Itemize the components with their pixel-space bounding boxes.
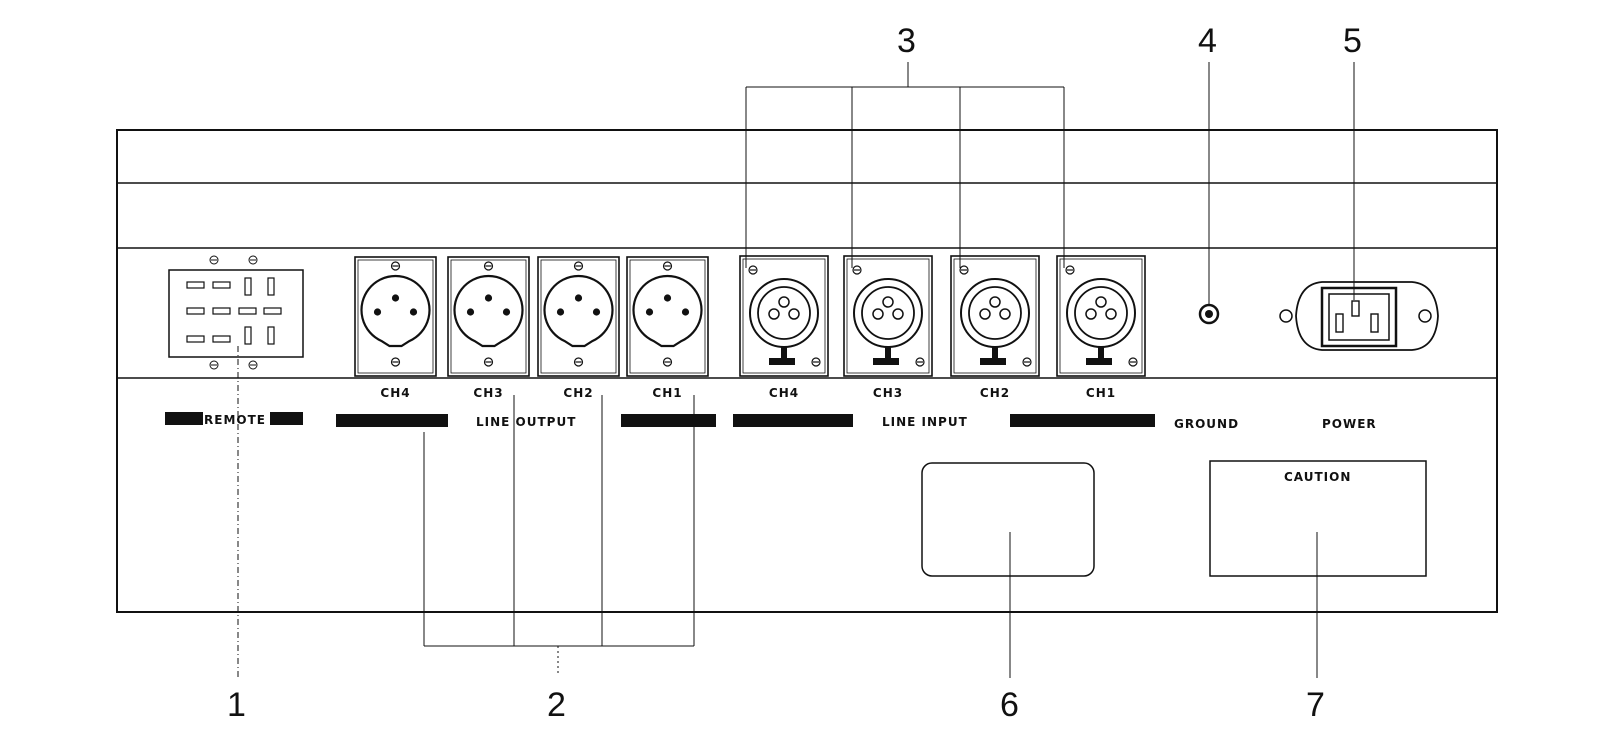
output-channel-label: CH2: [563, 386, 593, 400]
callout-1: 1: [227, 686, 246, 724]
input-screw-top: [852, 265, 862, 275]
remote-pins: [186, 277, 282, 345]
label-plate-panel: [921, 462, 1095, 577]
input-channel-label: CH4: [769, 386, 799, 400]
remote-bar-left: [165, 412, 203, 425]
output-screw-top: [662, 261, 673, 271]
line-input-connectors: CH4 CH3 CH2 CH1: [739, 255, 1146, 400]
input-screw-bottom: [1022, 357, 1032, 367]
input-channel-label: CH3: [873, 386, 903, 400]
callout-2: 2: [547, 686, 566, 724]
leader-lines: [237, 62, 1355, 680]
remote-screw-top-left: [209, 255, 219, 265]
input-screw-bottom: [811, 357, 821, 367]
output-screw-top: [573, 261, 584, 271]
power-inlet: [1279, 281, 1439, 351]
power-label: POWER: [1322, 417, 1377, 431]
ground-terminal: [1198, 303, 1220, 325]
line-output-bar-left: [336, 414, 448, 427]
remote-screw-bottom-left: [209, 360, 219, 370]
input-screw-top: [959, 265, 969, 275]
line-output-connector-ch4: CH4: [354, 256, 437, 400]
line-input-connector-ch3: CH3: [843, 255, 933, 400]
output-channel-label: CH1: [652, 386, 682, 400]
line-output-connector-ch1: CH1: [626, 256, 709, 400]
remote-screw-bottom-right: [248, 360, 258, 370]
input-screw-bottom: [1128, 357, 1138, 367]
callout-4: 4: [1198, 22, 1217, 60]
ground-label: GROUND: [1174, 417, 1239, 431]
line-input-bar-right: [1010, 414, 1155, 427]
line-output-connector-ch3: CH3: [447, 256, 530, 400]
input-screw-top: [748, 265, 758, 275]
callout-3: 3: [897, 22, 916, 60]
line-input-bar-left: [733, 414, 853, 427]
callout-numbers: 1 2 3 4 5 6 7: [227, 22, 1362, 724]
caution-panel: CAUTION: [1209, 460, 1427, 577]
remote-connector: [168, 255, 304, 370]
callout-7: 7: [1306, 686, 1325, 724]
line-input-connector-ch2: CH2: [950, 255, 1040, 400]
leader-3: [745, 62, 1065, 268]
input-channel-label: CH2: [980, 386, 1010, 400]
output-channel-label: CH3: [473, 386, 503, 400]
output-screw-bottom: [483, 357, 494, 367]
line-output-label: LINE OUTPUT: [476, 415, 576, 429]
caution-label: CAUTION: [1284, 470, 1351, 484]
callout-6: 6: [1000, 686, 1019, 724]
remote-label: REMOTE: [204, 413, 266, 427]
input-channel-label: CH1: [1086, 386, 1116, 400]
callout-5: 5: [1343, 22, 1362, 60]
line-output-connectors: CH4 CH3 CH2 CH1: [354, 256, 709, 400]
remote-screw-top-right: [248, 255, 258, 265]
line-input-connector-ch1: CH1: [1056, 255, 1146, 400]
output-screw-bottom: [390, 357, 401, 367]
input-screw-top: [1065, 265, 1075, 275]
label-band: REMOTE LINE OUTPUT LINE INPUT GROUND POW…: [165, 412, 1377, 431]
line-output-connector-ch2: CH2: [537, 256, 620, 400]
input-screw-bottom: [915, 357, 925, 367]
output-screw-top: [390, 261, 401, 271]
line-output-bar-right: [621, 414, 716, 427]
output-screw-bottom: [573, 357, 584, 367]
leader-2: [423, 395, 695, 676]
output-screw-top: [483, 261, 494, 271]
output-channel-label: CH4: [380, 386, 410, 400]
output-screw-bottom: [662, 357, 673, 367]
line-input-label: LINE INPUT: [882, 415, 968, 429]
remote-bar-right: [270, 412, 303, 425]
line-input-connector-ch4: CH4: [739, 255, 829, 400]
panel-body: [116, 129, 1498, 613]
